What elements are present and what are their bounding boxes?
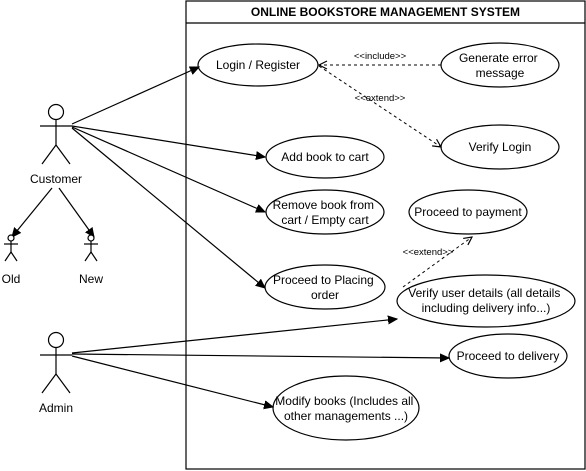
actor-old-label: Old (2, 272, 21, 286)
customer-associations (71, 66, 265, 288)
use-cases: Login / Register Generate error message … (197, 42, 576, 441)
use-case-modify-books[interactable]: Modify books (Includes all other managem… (272, 375, 420, 441)
customer-to-login (71, 66, 199, 125)
stick-figure-icon (84, 234, 98, 262)
customer-to-remove-book (71, 126, 265, 213)
use-case-error-label: Generate error message (459, 51, 541, 80)
use-case-placing-order-label: Proceed to Placing order (273, 273, 377, 302)
customer-to-placing-order (71, 127, 265, 288)
use-case-generate-error[interactable]: Generate error message (440, 42, 560, 88)
actor-new[interactable]: New (79, 234, 103, 286)
use-case-verify-user-label: Verify user details (all details includi… (408, 286, 563, 315)
stick-figure-icon (40, 103, 72, 165)
actor-customer[interactable]: Customer (30, 103, 82, 187)
use-case-remove-book[interactable]: Remove book from cart / Empty cart (265, 189, 385, 235)
customer-to-new-line (58, 187, 94, 237)
extend-login-line (318, 65, 441, 147)
use-case-remove-book-label: Remove book from cart / Empty cart (273, 198, 378, 227)
customer-to-add-book (71, 125, 265, 157)
actor-admin-label: Admin (39, 401, 73, 415)
use-case-login-register[interactable]: Login / Register (197, 43, 319, 87)
customer-to-old-line (12, 187, 53, 237)
actor-new-label: New (79, 272, 103, 286)
admin-to-modify-books (71, 355, 273, 407)
admin-to-delivery (71, 354, 449, 358)
admin-to-verify-user (71, 319, 397, 354)
use-case-proceed-delivery[interactable]: Proceed to delivery (448, 333, 568, 379)
use-case-modify-books-label: Modify books (Includes all other managem… (275, 394, 416, 423)
stick-figure-icon (4, 234, 18, 262)
system-title: ONLINE BOOKSTORE MANAGEMENT SYSTEM (251, 5, 520, 19)
use-case-verify-login-label: Verify Login (469, 140, 532, 154)
use-case-delivery-label: Proceed to delivery (457, 349, 560, 363)
stick-figure-icon (40, 331, 72, 394)
use-case-proceed-payment[interactable]: Proceed to payment (408, 189, 528, 235)
include-label: <<include>> (354, 51, 407, 62)
extend-order-label: <<extend>> (403, 247, 454, 258)
extend-login-label: <<extend>> (355, 93, 406, 104)
actor-old[interactable]: Old (2, 234, 21, 286)
use-case-add-book[interactable]: Add book to cart (265, 135, 385, 179)
actor-admin[interactable]: Admin (39, 331, 73, 416)
use-case-login-label: Login / Register (216, 58, 300, 72)
relations: <<include>> <<extend>> <<extend>> (318, 51, 472, 288)
generalizations (12, 187, 94, 237)
use-case-placing-order[interactable]: Proceed to Placing order (264, 264, 386, 310)
use-case-verify-login[interactable]: Verify Login (440, 124, 560, 170)
use-case-verify-user[interactable]: Verify user details (all details includi… (396, 274, 576, 328)
actor-customer-label: Customer (30, 172, 82, 186)
extend-order-line (402, 237, 472, 288)
use-case-add-book-label: Add book to cart (281, 150, 369, 164)
admin-associations (71, 319, 449, 407)
use-case-payment-label: Proceed to payment (414, 205, 522, 219)
